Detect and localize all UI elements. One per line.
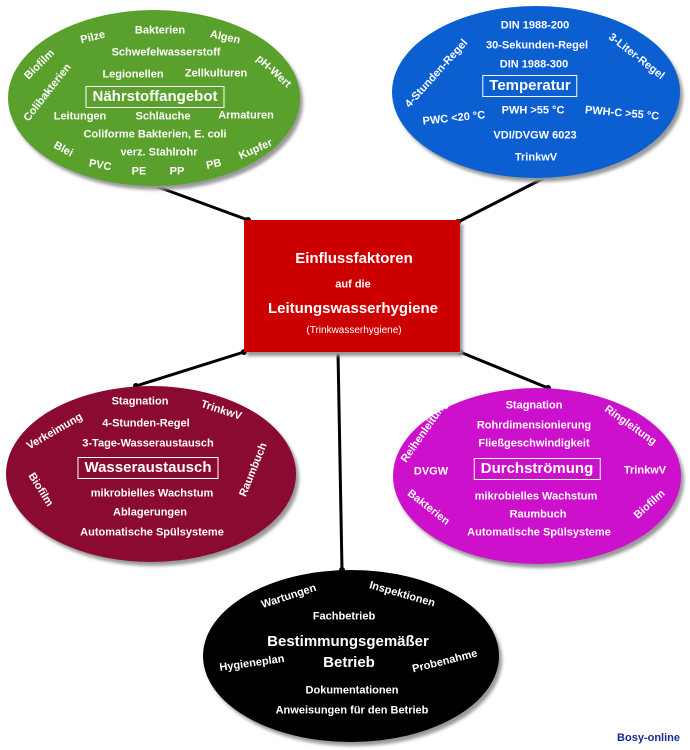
naehrstoff-item: Leitungen (53, 110, 107, 123)
naehrstoffangebot-ellipse (8, 10, 300, 186)
temperatur-item: VDI/DVGW 6023 (493, 129, 577, 142)
durchstroemung-item: Stagnation (505, 399, 563, 412)
durchstroemung-item: TrinkwV (623, 464, 667, 477)
footer-credit: Bosy-online (617, 732, 680, 744)
durchstroemung-item: mikrobielles Wachstum (474, 490, 598, 503)
center-title-line1: Einflussfaktoren (295, 250, 413, 267)
temperatur-ellipse (392, 6, 680, 178)
naehrstoff-item: PP (169, 165, 185, 178)
connector-wasseraustausch (135, 350, 245, 388)
naehrstoff-item: Schwefelwasserstoff (111, 46, 221, 59)
durchstroemung-item: Rohrdimensionierung (476, 419, 592, 432)
wasseraustausch-item: Stagnation (111, 395, 169, 408)
durchstroemung-item: Automatische Spülsysteme (467, 526, 611, 539)
durchstroemung-title: Durchströmung (473, 458, 601, 480)
durchstroemung-ellipse (393, 388, 681, 564)
durchstroemung-item: DVGW (413, 465, 449, 478)
temperatur-item: DIN 1988-300 (499, 58, 569, 71)
durchstroemung-item: Raumbuch (509, 508, 567, 521)
durchstroemung-item: Fließgeschwindigkeit (478, 437, 590, 450)
center-subtitle: (Trinkwasserhygiene) (306, 325, 402, 336)
wasseraustausch-item: Automatische Spülsysteme (80, 526, 224, 539)
betrieb-ellipse (203, 570, 499, 742)
wasseraustausch-ellipse (6, 386, 296, 562)
wasseraustausch-title: Wasseraustausch (77, 457, 219, 479)
wasseraustausch-item: 4-Stunden-Regel (102, 417, 190, 430)
center-title-line2: auf die (335, 278, 371, 291)
wasseraustausch-item: mikrobielles Wachstum (90, 487, 214, 500)
connector-betrieb (336, 351, 344, 571)
wasseraustausch-item: 3-Tage-Wasseraustausch (82, 437, 214, 450)
connector-durchstroemung (459, 350, 549, 390)
center-title-line3: Leitungswasserhygiene (267, 300, 439, 317)
connector-naehrstoff (149, 182, 249, 222)
naehrstoff-item: Schläuche (135, 110, 191, 123)
naehrstoff-item: Zellkulturen (184, 67, 248, 80)
naehrstoff-item: Coliforme Bakterien, E. coli (83, 128, 227, 141)
temperatur-item: DIN 1988-200 (500, 19, 570, 32)
betrieb-title-line2: Betrieb (323, 654, 375, 671)
temperatur-item: PWH >55 °C (501, 104, 565, 117)
betrieb-title-line1: Bestimmungsgemäßer (267, 633, 429, 650)
betrieb-item: Fachbetrieb (312, 610, 376, 623)
center-box (244, 220, 460, 352)
naehrstoff-item: Bakterien (134, 24, 186, 37)
naehrstoff-item: verz. Stahlrohr (120, 146, 198, 159)
betrieb-item: Dokumentationen (305, 684, 399, 697)
connector-temperatur (457, 174, 549, 224)
betrieb-item: Anweisungen für den Betrieb (275, 704, 429, 717)
naehrstoff-item: Legionellen (102, 68, 164, 81)
wasseraustausch-item: Ablagerungen (113, 506, 187, 519)
naehrstoff-item: Armaturen (218, 109, 274, 122)
temperatur-title: Temperatur (482, 75, 578, 97)
temperatur-item: TrinkwV (514, 151, 558, 164)
naehrstoff-title: Nährstoffangebot (85, 86, 225, 108)
temperatur-item: 30-Sekunden-Regel (485, 39, 589, 52)
naehrstoff-item: PE (131, 165, 147, 178)
